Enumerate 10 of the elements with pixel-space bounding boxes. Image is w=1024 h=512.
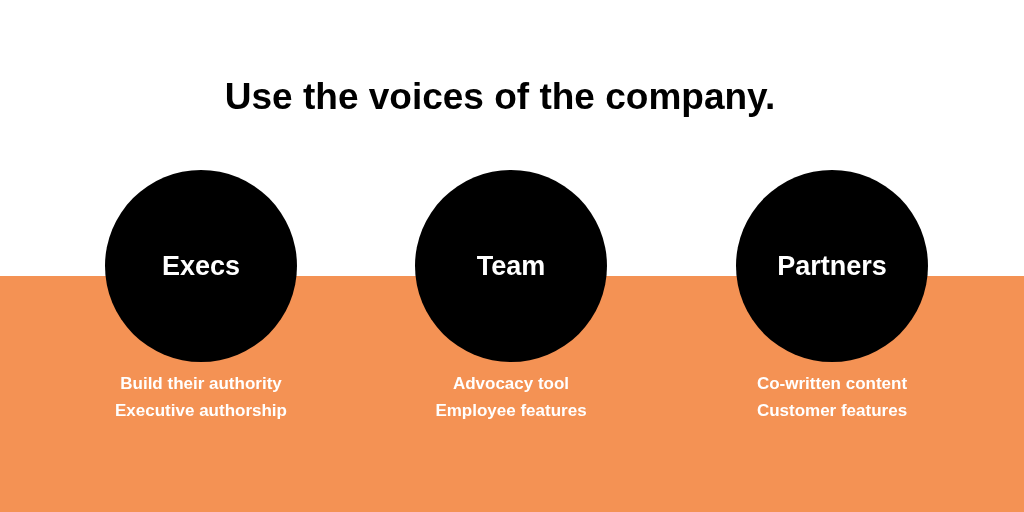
title: Use the voices of the company.	[224, 76, 776, 118]
caption-text: Advocacy tool	[452, 373, 570, 395]
caption-text: Customer features	[756, 400, 908, 422]
caption-text: Employee features	[435, 400, 587, 422]
caption-text: Build their authority	[120, 373, 282, 395]
node-label: Partners	[777, 250, 887, 282]
caption-text: Executive authorship	[115, 400, 287, 422]
caption-text: Co-written content	[756, 373, 908, 395]
node-label: Execs	[161, 250, 241, 282]
node-label: Team	[476, 250, 546, 282]
